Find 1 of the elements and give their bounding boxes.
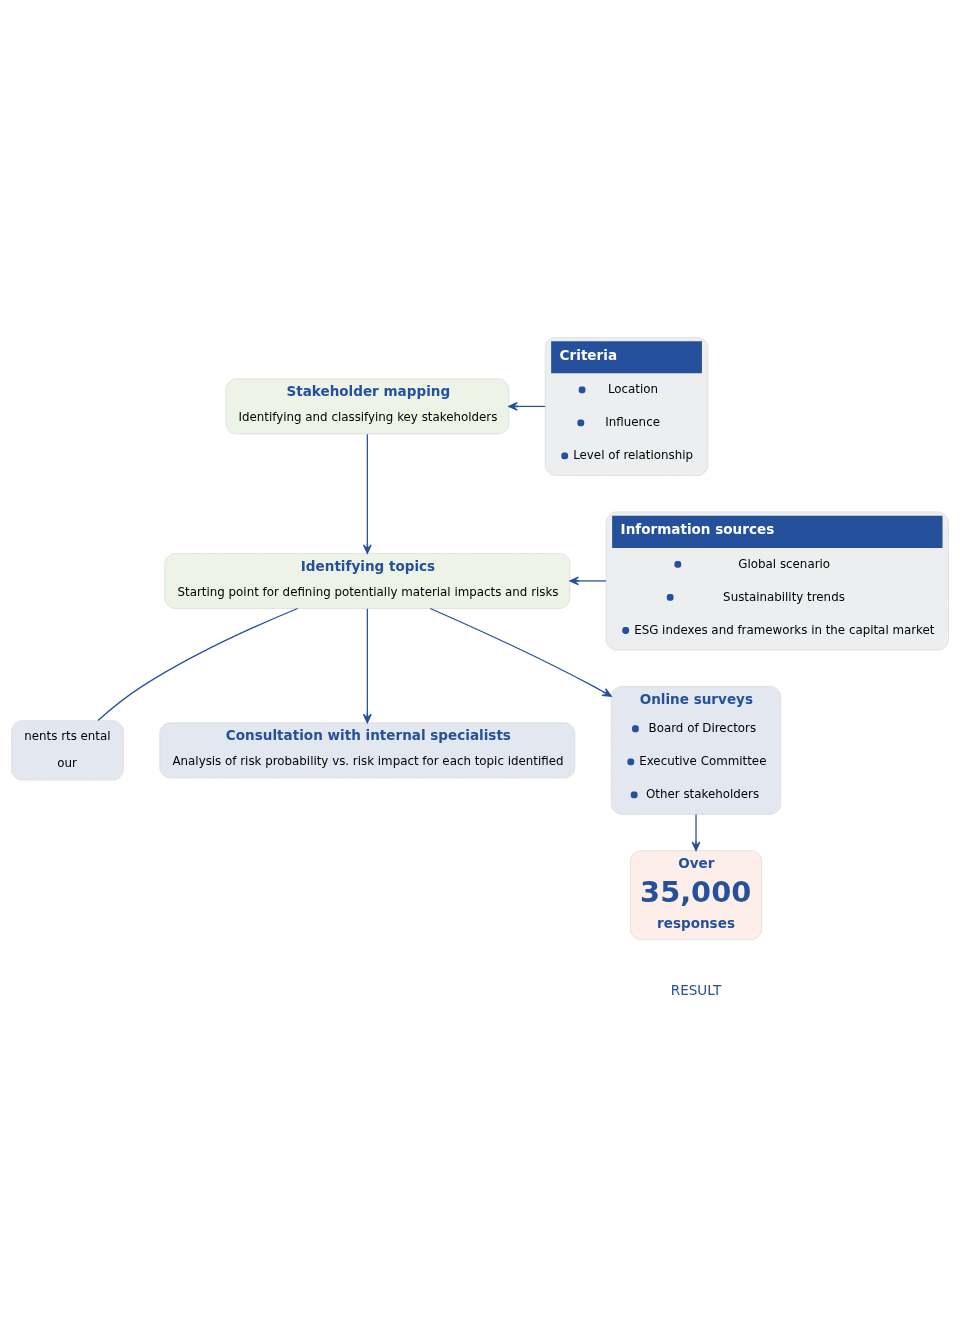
label: RESULT xyxy=(670,981,722,998)
